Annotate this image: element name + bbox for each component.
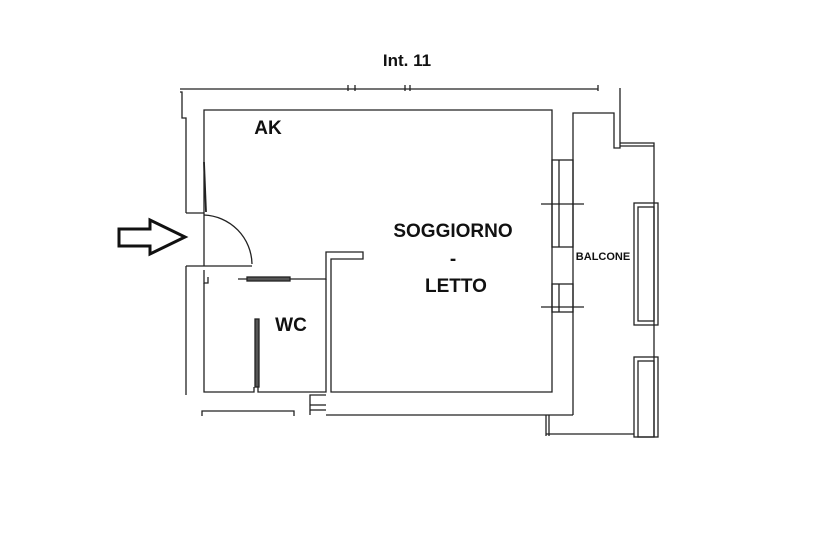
dimension-line <box>180 85 599 91</box>
outer-wall <box>180 88 621 416</box>
room-label-separator: - <box>449 249 457 270</box>
room-label-wc: WC <box>275 315 307 336</box>
room-label-letto: LETTO <box>425 276 487 297</box>
balcony <box>545 142 659 438</box>
entry-door <box>203 213 253 267</box>
room-label-soggiorno: SOGGIORNO <box>393 221 513 242</box>
unit-title: Int. 11 <box>382 51 432 70</box>
room-label-balcone: BALCONE <box>575 251 631 263</box>
arrow-right-icon <box>117 217 189 257</box>
room-label-ak: AK <box>254 118 282 139</box>
inner-walls <box>201 109 553 416</box>
windows <box>541 159 584 313</box>
